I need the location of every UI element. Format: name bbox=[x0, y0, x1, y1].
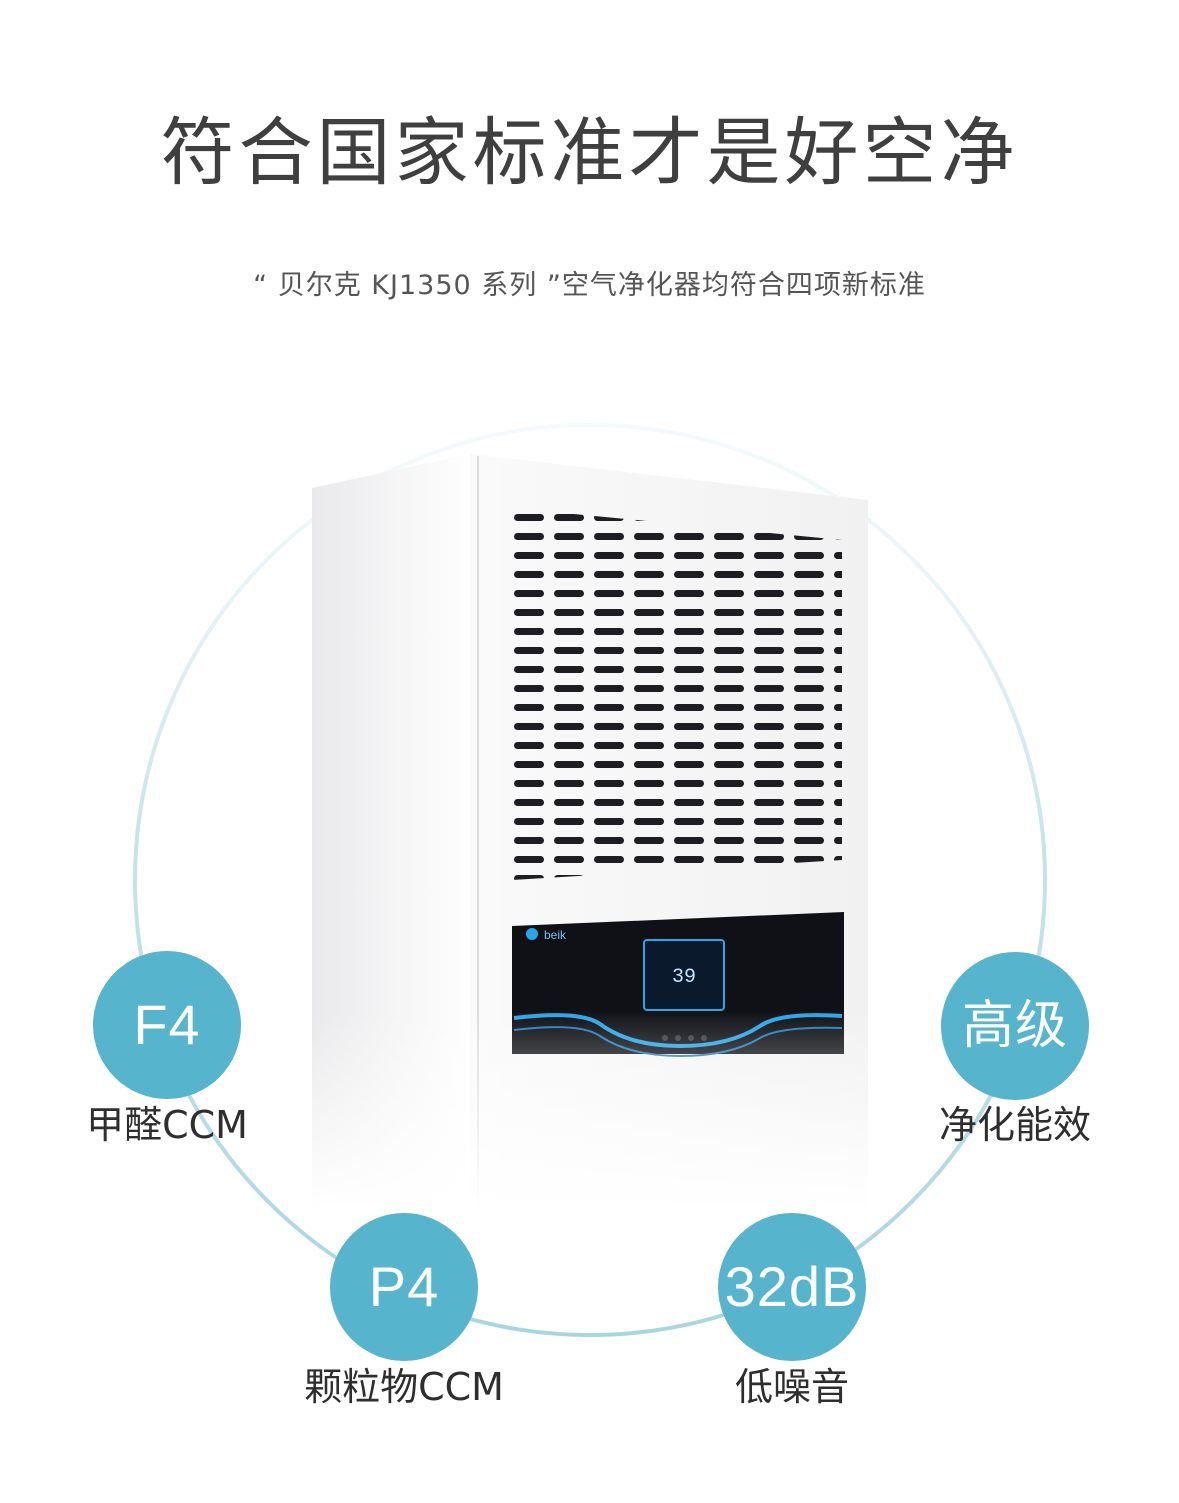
air-purifier-image: 39 beik bbox=[300, 450, 880, 1214]
badge-noise: 32dB bbox=[718, 1213, 866, 1361]
brand-logo: beik bbox=[544, 928, 567, 942]
ring-circle bbox=[133, 423, 1047, 1337]
page-title: 符合国家标准才是好空净 bbox=[160, 110, 1019, 196]
badge-p4-caption: 颗粒物CCM bbox=[304, 1365, 504, 1409]
badge-efficiency-caption: 净化能效 bbox=[938, 1103, 1091, 1147]
badge-noise-value: 32dB bbox=[724, 1255, 860, 1318]
display-reading: 39 bbox=[672, 966, 696, 989]
badge-p4-value: P4 bbox=[368, 1255, 440, 1318]
badge-p4: P4 bbox=[330, 1213, 478, 1361]
page-subtitle: “ 贝尔克 KJ1350 系列 ”空气净化器均符合四项新标准 bbox=[253, 270, 926, 301]
badge-noise-caption: 低噪音 bbox=[734, 1365, 849, 1409]
badge-f4-caption: 甲醛CCM bbox=[86, 1103, 248, 1147]
badge-f4-value: F4 bbox=[133, 993, 201, 1056]
badge-f4: F4 bbox=[93, 951, 241, 1099]
badge-efficiency-value: 高级 bbox=[961, 996, 1068, 1056]
badge-efficiency: 高级 bbox=[941, 952, 1089, 1100]
